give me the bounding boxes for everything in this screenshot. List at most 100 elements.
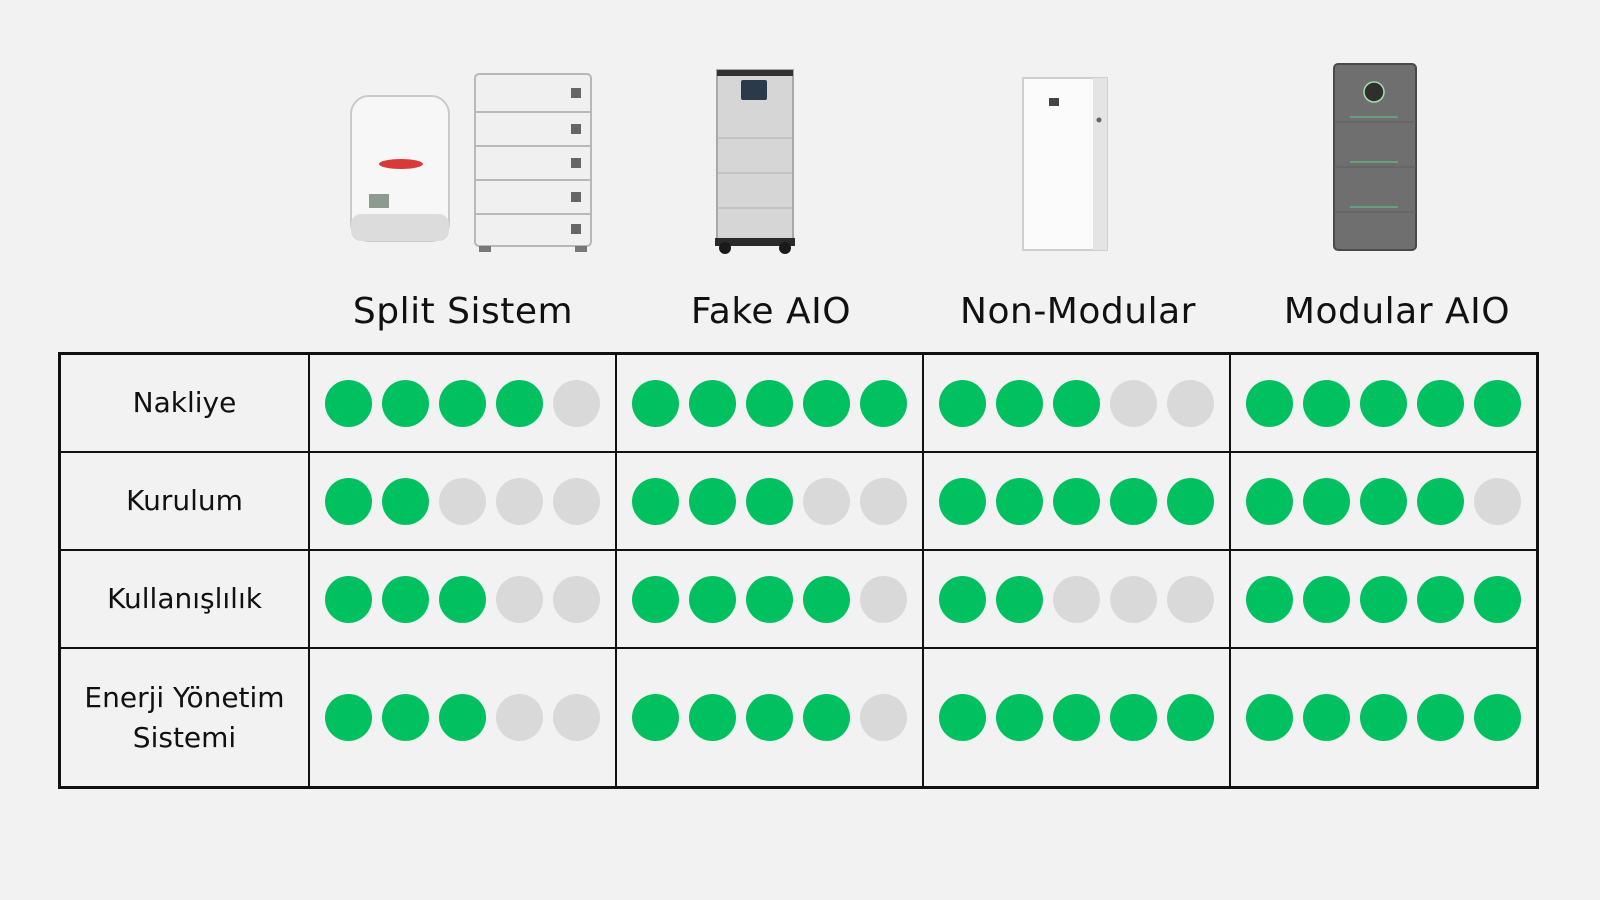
- rating-dot-filled: [382, 694, 429, 741]
- rating-dot-filled: [1110, 477, 1157, 525]
- rating-dot-filled: [439, 694, 486, 741]
- rating-dot-filled: [632, 379, 679, 427]
- rating-dot-empty: [553, 575, 600, 623]
- rating-dot-empty: [553, 477, 600, 525]
- rating-dot-filled: [1303, 575, 1350, 623]
- rating-dots: [1231, 575, 1536, 623]
- rating-dot-filled: [382, 379, 429, 427]
- product-image-non-modular: [1000, 58, 1130, 254]
- rating-cell: [308, 647, 617, 789]
- rating-cell: [308, 451, 617, 551]
- rating-dot-filled: [439, 575, 486, 623]
- rating-dots: [924, 694, 1229, 741]
- rating-dot-filled: [746, 477, 793, 525]
- rating-dots: [310, 477, 615, 525]
- rating-dot-filled: [1360, 477, 1407, 525]
- table-row: Nakliye: [58, 352, 1539, 453]
- rating-dot-empty: [860, 694, 907, 741]
- rating-dots: [924, 575, 1229, 623]
- rating-dot-filled: [1167, 477, 1214, 525]
- rating-dot-empty: [439, 477, 486, 525]
- rating-dots: [1231, 694, 1536, 741]
- rating-cell: [615, 647, 924, 789]
- rating-dot-filled: [1053, 694, 1100, 741]
- rating-dot-filled: [746, 575, 793, 623]
- rating-dot-filled: [382, 477, 429, 525]
- rating-dots: [617, 379, 922, 427]
- rating-dot-filled: [1246, 694, 1293, 741]
- rating-dot-filled: [632, 477, 679, 525]
- rating-dot-filled: [1303, 694, 1350, 741]
- rating-cell: [922, 647, 1231, 789]
- rating-dot-filled: [996, 477, 1043, 525]
- rating-dot-filled: [1474, 575, 1521, 623]
- rating-cell: [308, 549, 617, 649]
- rating-dot-empty: [1474, 477, 1521, 525]
- rating-dot-filled: [803, 694, 850, 741]
- column-header-non-modular: Non-Modular: [960, 290, 1196, 332]
- rating-dot-filled: [325, 694, 372, 741]
- row-label: Nakliye: [58, 352, 310, 453]
- rating-cell: [615, 549, 924, 649]
- rating-dot-filled: [803, 575, 850, 623]
- column-header-modular-aio: Modular AIO: [1283, 290, 1511, 332]
- rating-dot-filled: [632, 575, 679, 623]
- rating-dot-filled: [1303, 477, 1350, 525]
- rating-dot-filled: [1417, 477, 1464, 525]
- rating-dots: [617, 575, 922, 623]
- rating-dot-empty: [496, 694, 543, 741]
- rating-dot-filled: [496, 379, 543, 427]
- rating-dots: [617, 477, 922, 525]
- non-modular-image: [1022, 77, 1108, 251]
- rating-dot-filled: [1417, 694, 1464, 741]
- rating-dot-filled: [689, 477, 736, 525]
- rating-cell: [1229, 451, 1539, 551]
- rating-dots: [1231, 477, 1536, 525]
- rating-dot-empty: [803, 477, 850, 525]
- column-header-split-sistem: Split Sistem: [352, 290, 574, 332]
- rating-dot-filled: [1360, 379, 1407, 427]
- rating-dot-empty: [1167, 379, 1214, 427]
- rating-dots: [310, 575, 615, 623]
- rating-dot-filled: [746, 379, 793, 427]
- rating-dot-filled: [325, 379, 372, 427]
- rating-dot-filled: [439, 379, 486, 427]
- product-image-fake-aio: [690, 58, 820, 254]
- rating-dot-empty: [553, 379, 600, 427]
- rating-cell: [922, 352, 1231, 453]
- row-label: Kurulum: [58, 451, 310, 551]
- modular-aio-image: [1333, 63, 1417, 251]
- product-image-split-system: [340, 58, 600, 254]
- rating-dot-filled: [996, 575, 1043, 623]
- rating-cell: [922, 549, 1231, 649]
- rating-dot-filled: [939, 575, 986, 623]
- rating-cell: [1229, 352, 1539, 453]
- rating-dots: [617, 694, 922, 741]
- rating-dots: [1231, 379, 1536, 427]
- rating-dot-filled: [1053, 379, 1100, 427]
- rating-dot-filled: [689, 575, 736, 623]
- fake-aio-image: [715, 69, 795, 254]
- rating-dot-filled: [803, 379, 850, 427]
- rating-dot-filled: [996, 694, 1043, 741]
- table-row: Enerji Yönetim Sistemi: [58, 647, 1539, 789]
- rating-dot-filled: [1474, 379, 1521, 427]
- rating-dot-empty: [496, 575, 543, 623]
- rating-dot-filled: [1417, 379, 1464, 427]
- rating-dot-empty: [1110, 379, 1157, 427]
- rating-cell: [615, 451, 924, 551]
- rating-dot-empty: [553, 694, 600, 741]
- rating-dot-empty: [1053, 575, 1100, 623]
- rating-cell: [615, 352, 924, 453]
- rating-dots: [924, 477, 1229, 525]
- rating-dot-filled: [1417, 575, 1464, 623]
- rating-dots: [924, 379, 1229, 427]
- rating-dot-empty: [1167, 575, 1214, 623]
- rating-dot-filled: [1246, 379, 1293, 427]
- rating-dot-empty: [496, 477, 543, 525]
- rating-dot-filled: [1110, 694, 1157, 741]
- rating-dot-filled: [1246, 477, 1293, 525]
- rating-dot-filled: [1474, 694, 1521, 741]
- rating-dot-filled: [1167, 694, 1214, 741]
